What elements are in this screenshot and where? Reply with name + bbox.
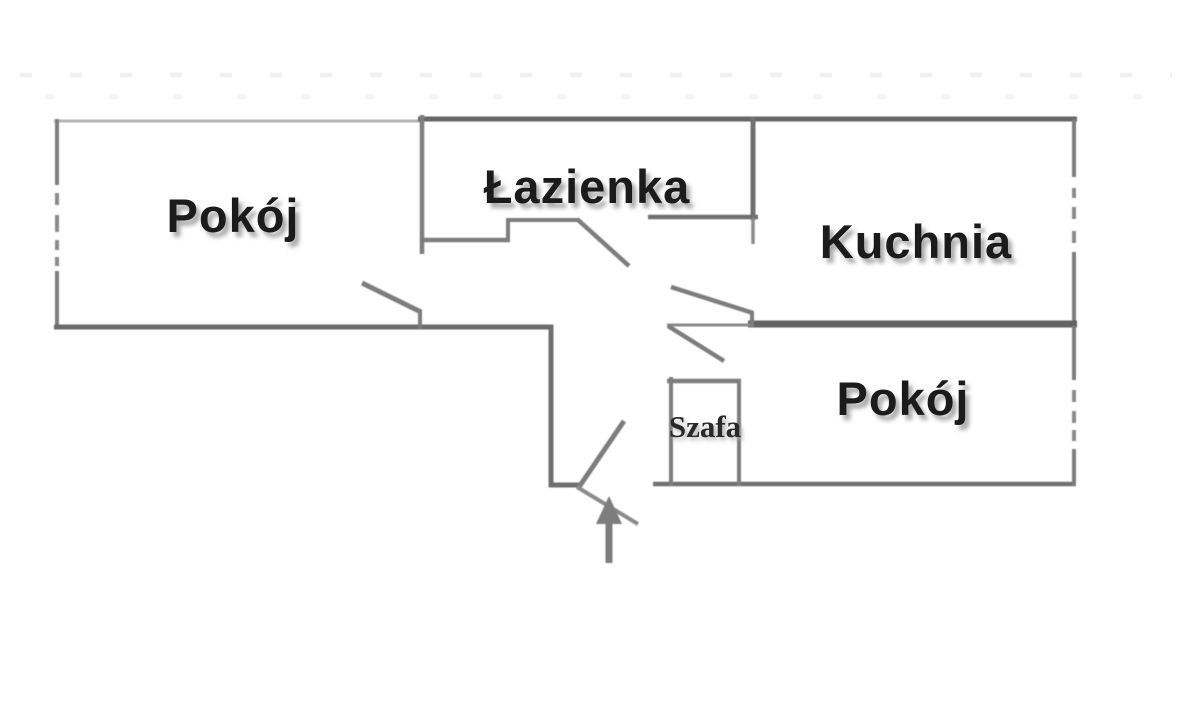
door-swing <box>666 324 726 363</box>
room-label-shadow: Pokój <box>171 194 304 247</box>
room-label-lazienka: Łazienka <box>484 160 691 213</box>
door-swing <box>670 284 754 316</box>
door-swing <box>576 419 627 489</box>
room-label-shadow: Pokój <box>841 377 974 430</box>
room-label-kuchnia: Kuchnia <box>820 215 1012 268</box>
entrance-arrow-icon <box>596 496 622 563</box>
door-swing <box>575 217 631 268</box>
room-label-szafa: Szafa <box>669 409 742 444</box>
room-label-pokoj-top-left: Pokój <box>167 189 300 242</box>
door-swing <box>360 280 423 315</box>
room-label-shadow: Kuchnia <box>824 220 1016 273</box>
scan-artifact-dots <box>20 72 1172 100</box>
walls-group <box>54 115 1077 563</box>
room-label-shadow: Łazienka <box>488 165 695 218</box>
room-label-pokoj-bottom-right: Pokój <box>837 372 970 425</box>
room-label-shadow: Szafa <box>672 412 745 447</box>
